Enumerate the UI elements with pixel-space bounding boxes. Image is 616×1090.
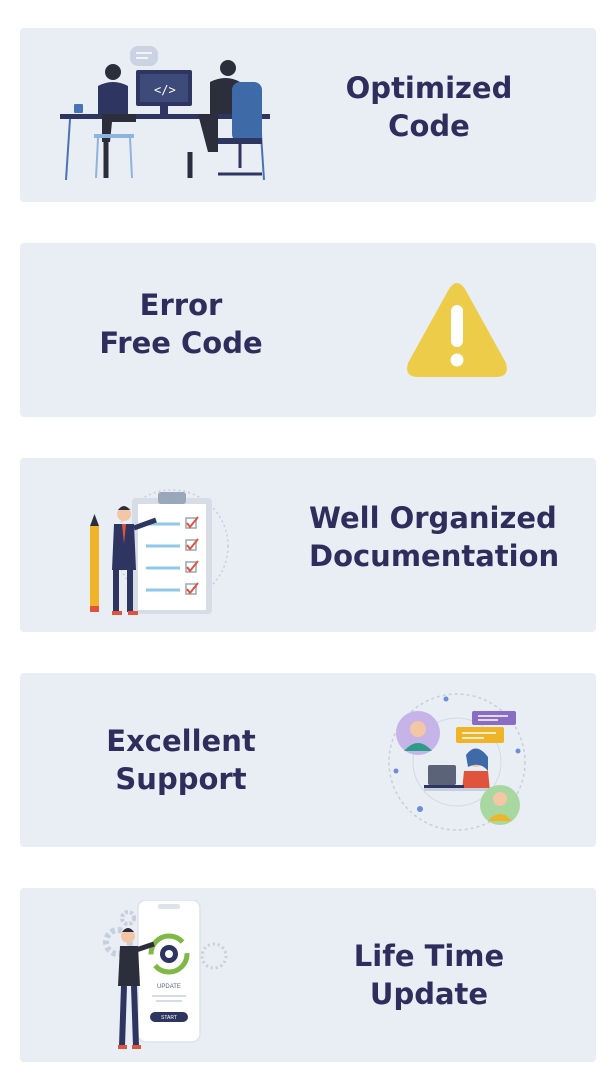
warning-icon bbox=[407, 283, 507, 377]
feature-title-line-2: Support bbox=[115, 762, 247, 796]
developers-coding-illustration: </> bbox=[60, 46, 270, 181]
start-button-label: START bbox=[161, 1015, 177, 1021]
feature-title-line-2: Update bbox=[369, 977, 489, 1011]
feature-card-error-free-code: Error Free Code bbox=[20, 243, 596, 417]
feature-title-line-1: Life Time bbox=[353, 939, 505, 973]
feature-title-line-1: Well Organized bbox=[309, 501, 557, 535]
feature-card-support: Excellent Support bbox=[20, 673, 596, 847]
documentation-checklist-illustration bbox=[90, 489, 229, 615]
feature-title-line-1: Error bbox=[139, 288, 223, 322]
feature-card-optimized-code: </> Optimized Code bbox=[20, 28, 596, 202]
feature-title-documentation: Well Organized Documentation bbox=[309, 499, 560, 575]
feature-title-line-1: Excellent bbox=[106, 724, 256, 758]
feature-title-line-2: Code bbox=[388, 109, 470, 143]
feature-title-line-2: Free Code bbox=[99, 326, 263, 360]
update-label: UPDATE bbox=[157, 984, 181, 990]
app-update-illustration: UPDATE START bbox=[103, 900, 228, 1049]
feature-title-error-free-code: Error Free Code bbox=[61, 286, 301, 362]
feature-title-line-1: Optimized bbox=[345, 71, 513, 105]
svg-text:</>: </> bbox=[154, 83, 176, 97]
feature-title-life-time-update: Life Time Update bbox=[309, 937, 549, 1013]
feature-card-documentation: Well Organized Documentation bbox=[20, 458, 596, 632]
feature-title-optimized-code: Optimized Code bbox=[309, 69, 549, 145]
feature-card-life-time-update: UPDATE START Life Time Update bbox=[20, 888, 596, 1062]
feature-title-line-2: Documentation bbox=[309, 539, 560, 573]
customer-support-illustration bbox=[388, 693, 526, 831]
feature-title-support: Excellent Support bbox=[61, 722, 301, 798]
